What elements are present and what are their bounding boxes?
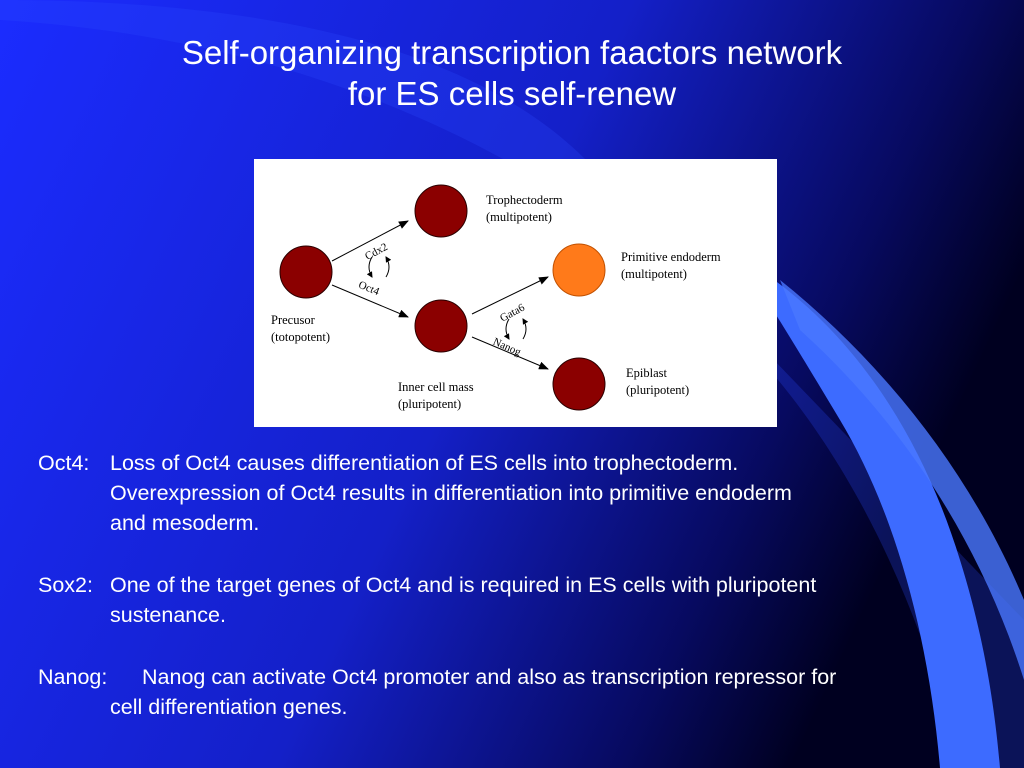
factor-cdx2: Cdx2 xyxy=(363,241,390,263)
label-epiblast-potency: (pluripotent) xyxy=(626,383,690,397)
node-primitive-endoderm xyxy=(552,243,606,297)
node-epiblast xyxy=(552,357,606,411)
note-sox2: Sox2: One of the target genes of Oct4 and… xyxy=(38,570,816,630)
label-precursor-name: Precusor xyxy=(271,313,315,327)
label-inner-cell-mass: Inner cell mass (pluripotent) xyxy=(398,379,474,413)
note-line: sustenance. xyxy=(110,603,226,627)
node-inner-cell-mass xyxy=(414,299,468,353)
cdx2-oct4-repression-arrow-up xyxy=(385,256,392,278)
label-primitive-endoderm: Primitive endoderm (multipotent) xyxy=(621,249,721,283)
title-line-1: Self-organizing transcription faactors n… xyxy=(181,34,843,71)
node-precursor xyxy=(279,245,333,299)
label-icm-potency: (pluripotent) xyxy=(398,397,462,411)
factor-nanog: Nanog xyxy=(491,336,523,359)
factor-gata6: Gata6 xyxy=(498,301,527,324)
decorative-swoosh-band xyxy=(780,280,1024,680)
note-line: Loss of Oct4 causes differentiation of E… xyxy=(110,451,739,475)
factor-oct4: Oct4 xyxy=(357,279,382,298)
label-trophectoderm: Trophectoderm (multipotent) xyxy=(486,192,563,226)
note-oct4: Oct4: Loss of Oct4 causes differentiation… xyxy=(38,448,792,538)
note-line: and mesoderm. xyxy=(110,511,260,535)
gata6-nanog-repression-arrow-down xyxy=(503,318,510,340)
gata6-nanog-repression-arrow-up xyxy=(522,318,529,340)
label-precursor-potency: (totopotent) xyxy=(271,330,331,344)
arrow-precursor-to-icm xyxy=(331,284,409,318)
label-endoderm-name: Primitive endoderm xyxy=(621,250,721,264)
label-icm-name: Inner cell mass xyxy=(398,380,474,394)
note-line: Overexpression of Oct4 results in differ… xyxy=(110,481,792,505)
note-label: Sox2: xyxy=(38,573,93,597)
decorative-swoosh-bright xyxy=(760,270,1000,768)
note-line: One of the target genes of Oct4 and is r… xyxy=(110,573,817,597)
label-trophectoderm-name: Trophectoderm xyxy=(486,193,563,207)
label-endoderm-potency: (multipotent) xyxy=(621,267,687,281)
arrow-icm-to-epiblast xyxy=(471,336,549,370)
cdx2-oct4-repression-arrow-down xyxy=(366,256,373,278)
slide-title: Self-organizing transcription faactors n… xyxy=(0,32,1024,114)
note-line: Nanog can activate Oct4 promoter and als… xyxy=(142,665,837,689)
diagram-graphics: Cdx2 Oct4 Gata6 Nanog xyxy=(279,184,606,411)
label-trophectoderm-potency: (multipotent) xyxy=(486,210,552,224)
network-diagram: Cdx2 Oct4 Gata6 Nanog Trophectoderm (mul… xyxy=(254,159,777,427)
note-nanog: Nanog: Nanog can activate Oct4 promoter a… xyxy=(38,662,836,722)
label-epiblast-name: Epiblast xyxy=(626,366,667,380)
note-label: Oct4: xyxy=(38,451,90,475)
label-epiblast: Epiblast (pluripotent) xyxy=(626,365,689,399)
note-line: cell differentiation genes. xyxy=(110,695,348,719)
note-label: Nanog: xyxy=(38,665,108,689)
arrow-precursor-to-trophectoderm xyxy=(331,220,409,262)
title-line-2: for ES cells self-renew xyxy=(347,75,677,112)
arrow-icm-to-endoderm xyxy=(471,276,549,315)
node-trophectoderm xyxy=(414,184,468,238)
label-precursor: Precusor (totopotent) xyxy=(271,312,330,346)
